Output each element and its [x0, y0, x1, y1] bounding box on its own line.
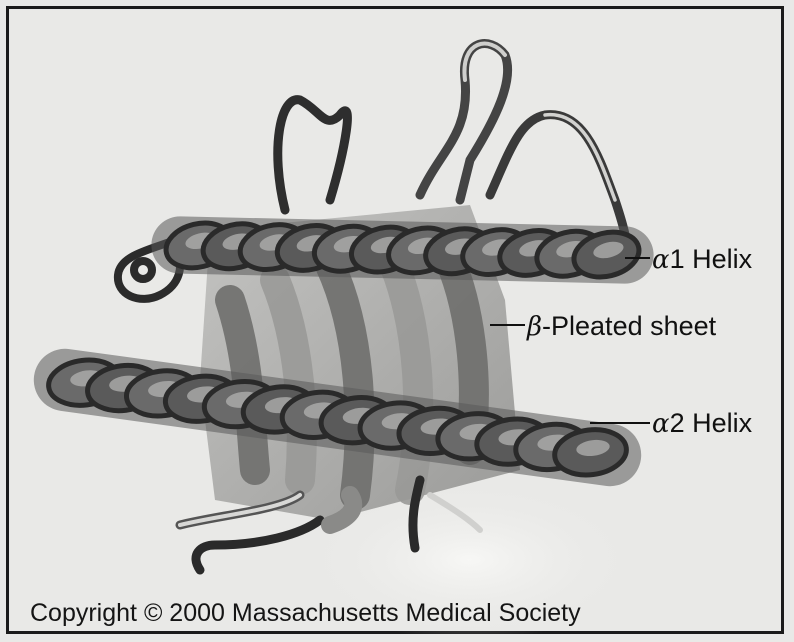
- beta-sheet-label: β-Pleated sheet: [527, 313, 716, 340]
- alpha2-label-text: 2 Helix: [670, 408, 753, 438]
- alpha1-helix: [161, 217, 643, 284]
- alpha1-helix-label: α1 Helix: [652, 246, 752, 273]
- beta-label-text: -Pleated sheet: [542, 311, 716, 341]
- beta-greek-symbol: β: [527, 312, 542, 342]
- alpha1-greek-symbol: α: [652, 245, 670, 275]
- copyright-notice: Copyright © 2000 Massachusetts Medical S…: [30, 599, 581, 628]
- alpha2-helix-label: α2 Helix: [652, 410, 752, 437]
- alpha2-greek-symbol: α: [652, 409, 670, 439]
- alpha1-label-text: 1 Helix: [670, 244, 753, 274]
